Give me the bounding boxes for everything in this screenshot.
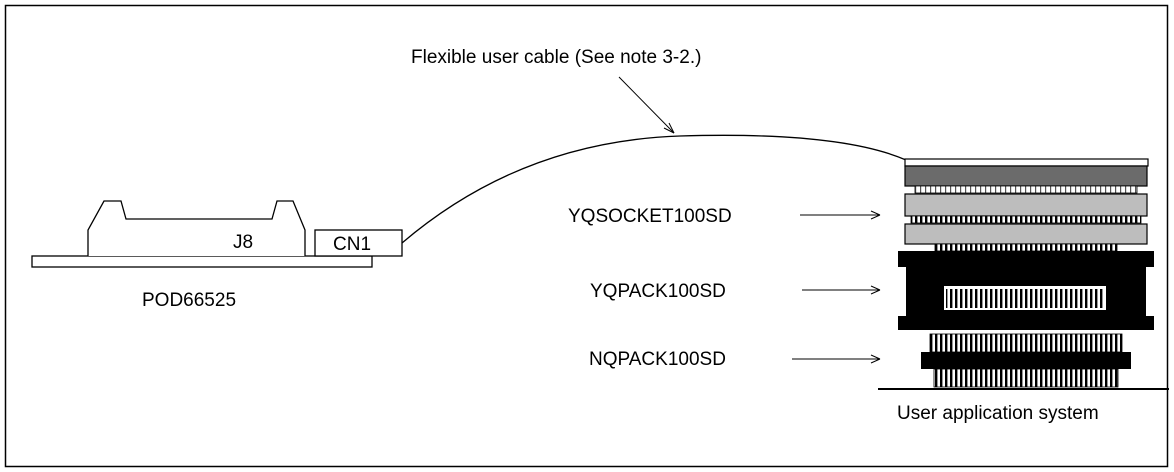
yqpack-arrow: [802, 285, 881, 295]
yqsocket-pins-lower: [934, 243, 1118, 252]
flex-board-top: [904, 158, 1149, 167]
nqpack-pins-lower: [933, 368, 1119, 388]
pod-label: POD66525: [142, 290, 236, 311]
pod-board: J8 CN1 POD66525: [31, 200, 403, 311]
user-system-label: User application system: [897, 403, 1099, 424]
nqpack-label: NQPACK100SD: [589, 349, 726, 370]
yqsocket-label: YQSOCKET100SD: [568, 206, 732, 227]
nqpack-pins-upper: [929, 333, 1123, 353]
yqsocket-lower: [904, 223, 1148, 245]
pod-pcb: [31, 255, 373, 268]
nqpack-arrow: [792, 354, 881, 364]
j8-label: J8: [233, 232, 253, 253]
yqsocket-pins-upper: [910, 215, 1142, 224]
cn1-label: CN1: [333, 234, 371, 255]
cn1-connector: [314, 229, 403, 257]
nqpack-body: [921, 352, 1131, 369]
yqsocket-upper: [904, 193, 1148, 217]
yqpack-pins: [946, 289, 1104, 308]
diagram-frame: [4, 4, 1169, 468]
cable-label: Flexible user cable (See note 3-2.): [411, 47, 701, 68]
flex-board-pins: [914, 185, 1138, 194]
cable-pointer-arrow: [618, 76, 675, 134]
yqpack-label: YQPACK100SD: [590, 281, 726, 302]
flexible-cable: [401, 134, 907, 244]
yqsocket-arrow: [800, 210, 881, 220]
j8-connector: [87, 200, 306, 256]
flex-board-base: [904, 165, 1148, 187]
adapter-stack: [878, 158, 1169, 390]
